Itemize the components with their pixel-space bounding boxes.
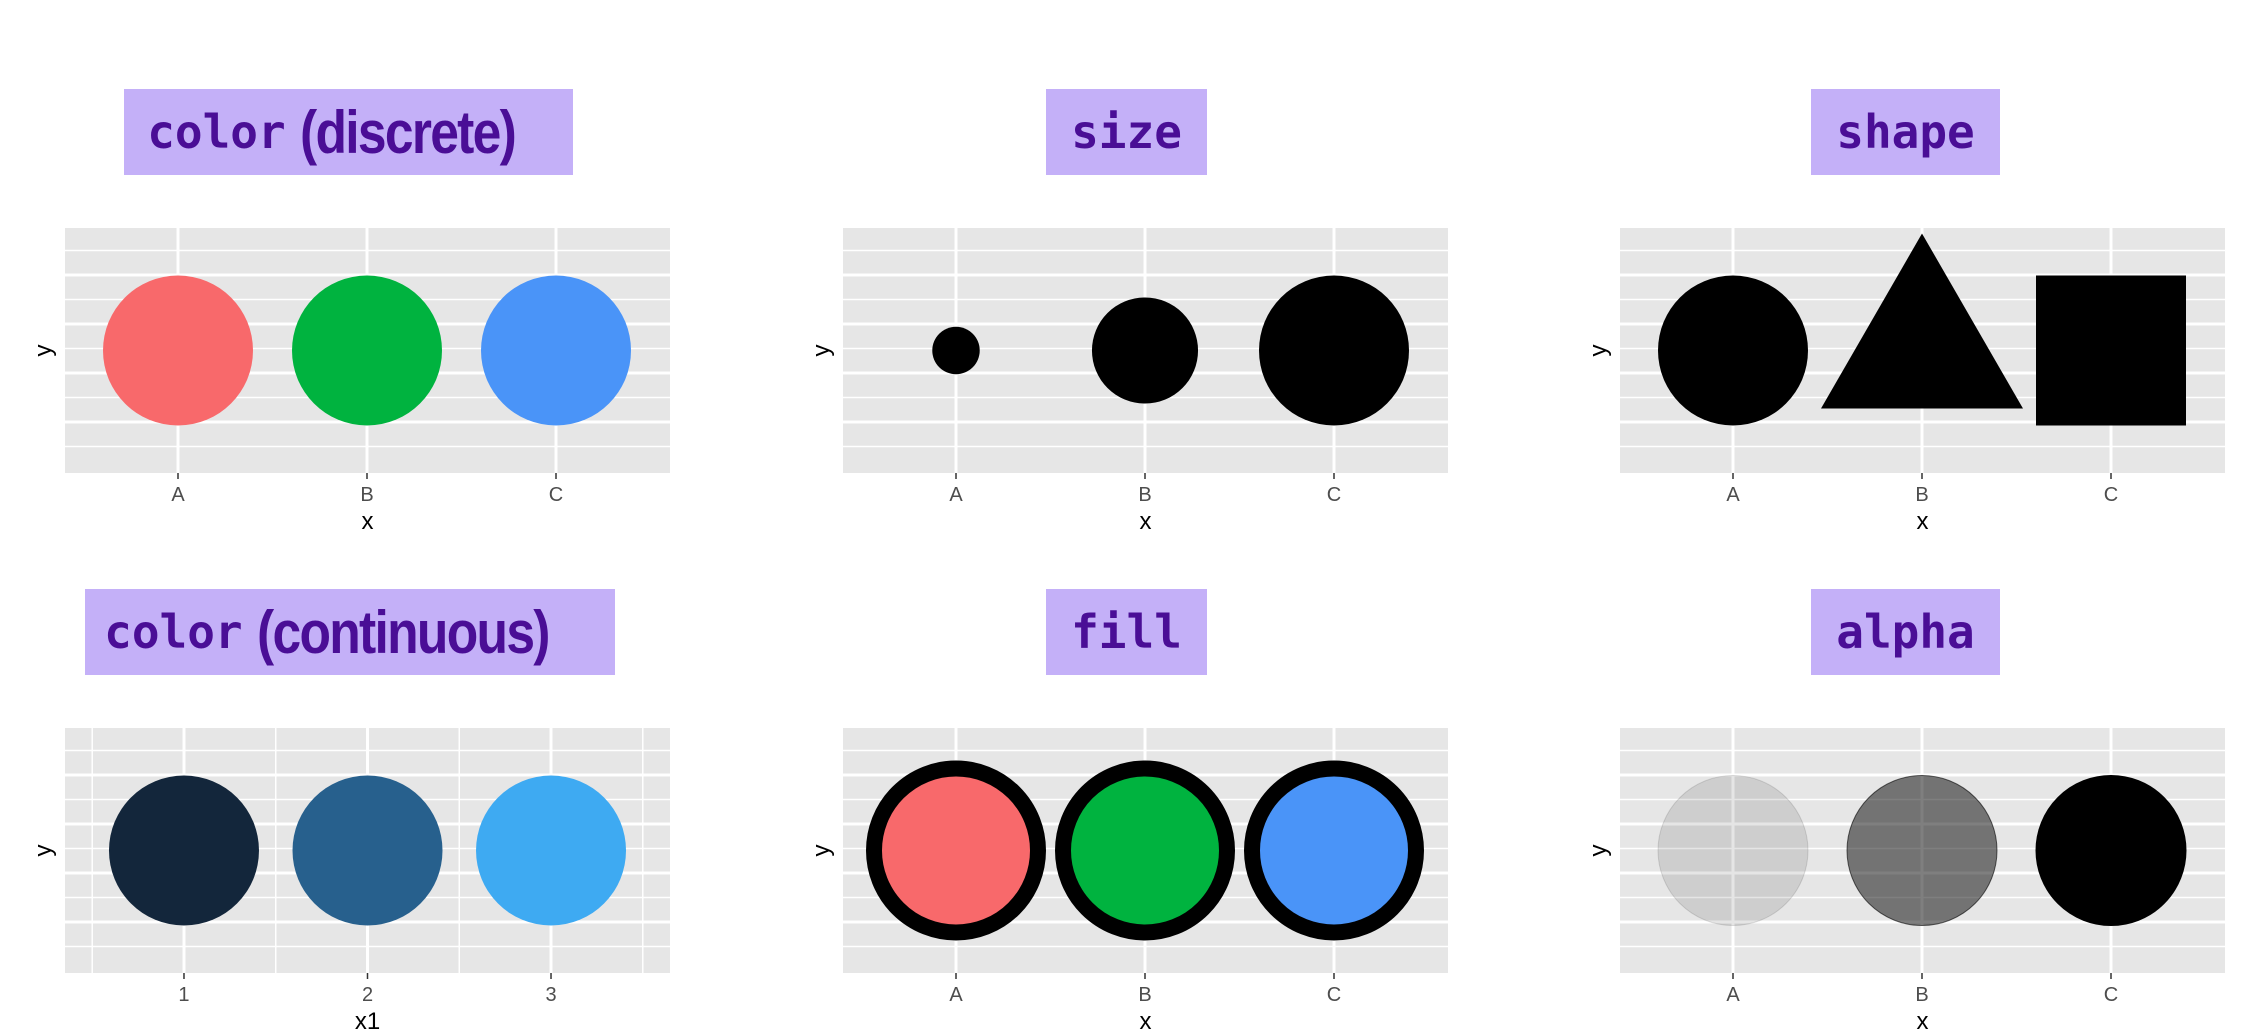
title-code-text: fill bbox=[1071, 605, 1182, 659]
data-point bbox=[103, 275, 253, 426]
title-code-text: alpha bbox=[1836, 605, 1975, 659]
x-tick-label: B bbox=[1138, 484, 1151, 506]
data-point bbox=[1846, 775, 1998, 926]
y-axis-label: y bbox=[30, 345, 57, 357]
x-tick-label: A bbox=[1726, 984, 1740, 1006]
x-tick-label: A bbox=[949, 484, 963, 506]
title-fill: fill bbox=[1046, 589, 1207, 675]
x-axis-label: x bbox=[1140, 1008, 1152, 1035]
data-point-circle bbox=[1658, 275, 1808, 426]
data-point bbox=[108, 775, 259, 926]
title-color-continuous: color(continuous) bbox=[85, 589, 615, 675]
y-axis-label: y bbox=[808, 345, 835, 357]
x-tick-label: A bbox=[171, 484, 185, 506]
x-tick-label: A bbox=[1726, 484, 1740, 506]
title-alpha: alpha bbox=[1811, 589, 2000, 675]
y-axis-label: y bbox=[30, 845, 57, 857]
title-code-text: color bbox=[104, 605, 243, 659]
title-code-text: size bbox=[1071, 105, 1182, 159]
data-point bbox=[476, 775, 627, 926]
x-tick-label: A bbox=[949, 984, 963, 1006]
data-point bbox=[1244, 760, 1424, 941]
data-point bbox=[481, 275, 631, 426]
plot-shape: A B Cx y bbox=[1585, 228, 2225, 535]
plot-color-discrete: A B Cx y bbox=[30, 228, 670, 535]
plot-color-continuous: 1 2 3 x1 y bbox=[30, 728, 670, 1035]
x-tick-label: B bbox=[1138, 984, 1151, 1006]
x-tick-label: C bbox=[2104, 984, 2118, 1006]
data-point-square bbox=[2036, 275, 2186, 426]
y-axis-label: y bbox=[1585, 845, 1612, 857]
title-plain-text: (discrete) bbox=[299, 98, 517, 166]
x-tick-label: 2 bbox=[362, 984, 373, 1006]
title-shape: shape bbox=[1811, 89, 2000, 175]
y-axis-label: y bbox=[1585, 345, 1612, 357]
data-point-triangle bbox=[1821, 233, 2023, 409]
x-tick-label: C bbox=[1327, 484, 1341, 506]
x-axis-label: x1 bbox=[355, 1008, 380, 1035]
x-axis-label: x bbox=[1917, 1008, 1929, 1035]
data-point bbox=[1091, 297, 1199, 404]
x-tick-label: B bbox=[1915, 984, 1928, 1006]
data-point bbox=[932, 326, 980, 375]
x-tick-label: B bbox=[360, 484, 373, 506]
data-point bbox=[1259, 275, 1409, 426]
plot-alpha: A B Cx y bbox=[1585, 728, 2225, 1035]
data-point bbox=[2035, 775, 2187, 926]
x-tick-label: C bbox=[2104, 484, 2118, 506]
x-tick-label: B bbox=[1915, 484, 1928, 506]
x-axis-label: x bbox=[1140, 508, 1152, 535]
title-code-text: shape bbox=[1836, 105, 1975, 159]
data-point bbox=[1055, 760, 1235, 941]
title-code-text: color bbox=[147, 105, 286, 159]
title-plain-text: (continuous) bbox=[256, 598, 550, 666]
data-point bbox=[866, 760, 1046, 941]
x-axis-label: x bbox=[362, 508, 374, 535]
data-point bbox=[292, 775, 443, 926]
x-tick-label: C bbox=[1327, 984, 1341, 1006]
title-size: size bbox=[1046, 89, 1207, 175]
data-point bbox=[1657, 775, 1809, 926]
y-axis-label: y bbox=[808, 845, 835, 857]
x-tick-label: C bbox=[549, 484, 563, 506]
x-tick-label: 1 bbox=[178, 984, 189, 1006]
data-point bbox=[292, 275, 442, 426]
plot-fill: A B Cx y bbox=[808, 728, 1448, 1035]
title-color-discrete: color(discrete) bbox=[124, 89, 573, 175]
x-tick-label: 3 bbox=[545, 984, 556, 1006]
plot-size: A B Cx y bbox=[808, 228, 1448, 535]
x-axis-label: x bbox=[1917, 508, 1929, 535]
